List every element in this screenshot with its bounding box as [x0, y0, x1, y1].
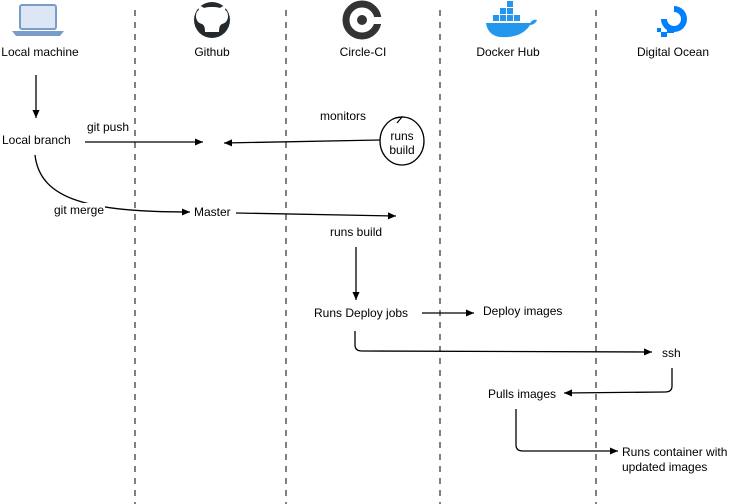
digitalocean-icon: [657, 6, 687, 37]
laptop-icon: [12, 4, 64, 36]
loop-arrowhead: [394, 116, 404, 124]
lane-title-local-machine: Local machine: [1, 45, 79, 59]
node-runs-container-line1: Runs container with: [622, 445, 727, 459]
runs-build-loop-line1: runs: [390, 129, 413, 143]
node-pulls-images: Pulls images: [488, 387, 556, 401]
edge-label-bg: [53, 203, 105, 217]
runs-build-loop-line2: build: [389, 143, 414, 157]
edge-deploy-to-ssh: [354, 331, 653, 356]
docker-whale-icon: [486, 1, 537, 38]
github-octocat-icon: [194, 2, 230, 38]
edge-pull-to-run: [515, 409, 618, 455]
edge-git-merge: [34, 154, 191, 216]
edge-label-runs-build: runs build: [330, 225, 382, 239]
lane-title-digital-ocean: Digital Ocean: [637, 45, 709, 59]
node-runs-container-line2: updated images: [622, 460, 707, 474]
edge-monitors: [223, 139, 381, 147]
circleci-icon: [342, 0, 383, 40]
node-runs-deploy-jobs: Runs Deploy jobs: [314, 306, 408, 320]
node-master: Master: [194, 205, 231, 219]
edge-label-git-merge: git merge: [54, 203, 104, 217]
node-ssh: ssh: [662, 346, 681, 360]
node-local-branch: Local branch: [2, 133, 71, 147]
edge-ssh-to-pull: [563, 368, 673, 397]
edge-label-monitors: monitors: [320, 109, 366, 123]
lane-title-github: Github: [194, 45, 230, 59]
lane-title-circleci: Circle-CI: [340, 45, 387, 59]
edge-label-git-push: git push: [87, 120, 129, 134]
node-deploy-images: Deploy images: [483, 304, 562, 318]
lane-title-docker-hub: Docker Hub: [476, 45, 540, 59]
edge-master-to-circleci: [235, 212, 397, 220]
